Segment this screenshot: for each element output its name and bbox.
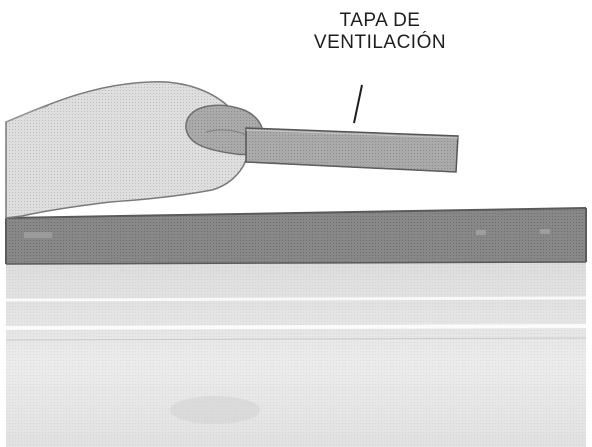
vent-cover-label: TAPA DE VENTILACIÓN <box>280 10 480 54</box>
hand <box>6 82 263 218</box>
vent-cover-part <box>246 128 458 172</box>
strip-mark-left <box>24 232 52 238</box>
vent-opening-strip <box>6 208 586 264</box>
panel-reflection <box>170 396 260 424</box>
label-line-1: TAPA DE <box>280 10 480 32</box>
label-line-2: VENTILACIÓN <box>280 32 480 54</box>
strip-mark-far-right <box>540 229 550 234</box>
strip-mark-right <box>476 230 486 235</box>
callout-leader-line <box>354 85 362 123</box>
front-panel <box>6 262 586 447</box>
